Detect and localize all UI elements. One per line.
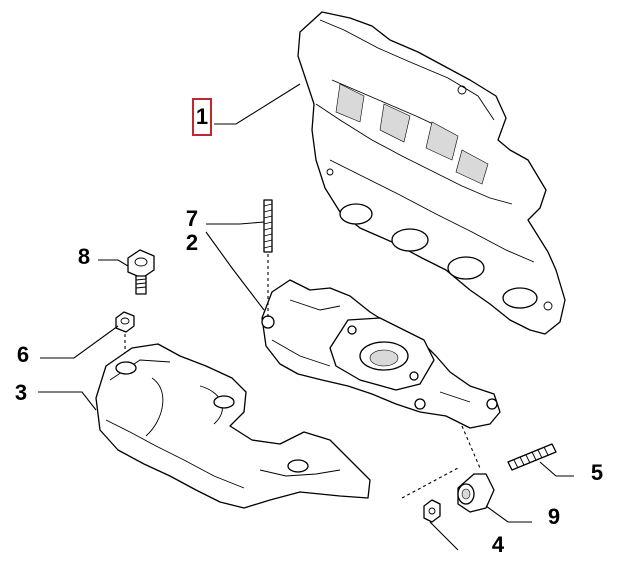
callout-4[interactable]: 4	[491, 532, 505, 557]
assembly-axis-lines	[401, 425, 481, 499]
callout-8[interactable]: 8	[77, 244, 91, 269]
callout-7[interactable]: 7	[185, 206, 199, 231]
callout-5[interactable]: 5	[590, 460, 604, 485]
part-2-exhaust-manifold	[261, 279, 501, 429]
part-8-bolt	[127, 249, 155, 295]
leader-lines	[38, 83, 574, 551]
callout-2[interactable]: 2	[185, 230, 199, 255]
part-4-nut	[423, 499, 441, 523]
callout-1[interactable]: 1	[192, 98, 212, 136]
part-5-stud	[507, 443, 557, 471]
part-1-heat-shield	[297, 11, 566, 335]
callout-3[interactable]: 3	[14, 380, 28, 405]
part-3-lower-heat-shield	[95, 343, 371, 509]
part-9-spacer	[457, 473, 495, 513]
callout-9[interactable]: 9	[547, 504, 561, 529]
part-7-stud	[263, 199, 273, 318]
callout-6[interactable]: 6	[16, 342, 30, 367]
